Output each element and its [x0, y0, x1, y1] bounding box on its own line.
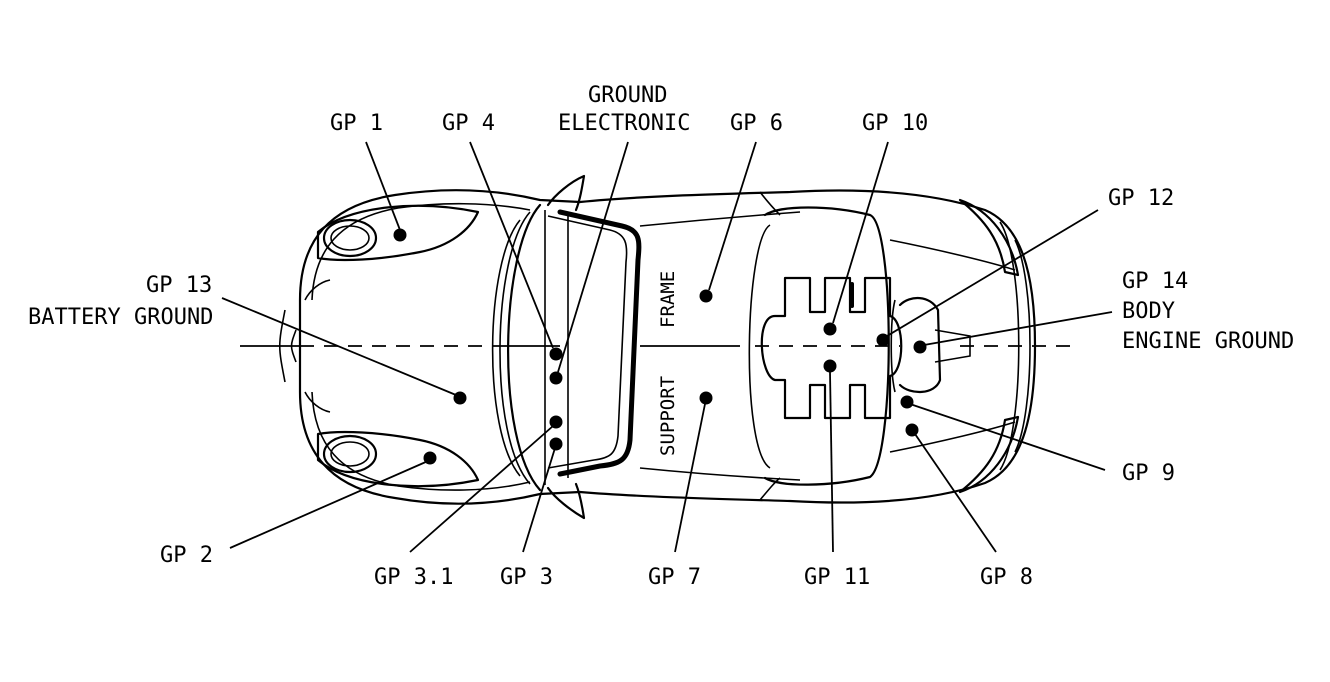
label-gp2: GP 2	[160, 543, 213, 568]
label-gp6: GP 6	[730, 111, 783, 136]
label-gp3: GP 3	[500, 565, 553, 590]
label-gp7: GP 7	[648, 565, 701, 590]
label-ground: GROUND	[588, 83, 667, 108]
label-gp10: GP 10	[862, 111, 928, 136]
gp14-dot	[913, 340, 927, 354]
label-gp4: GP 4	[442, 111, 495, 136]
gp10-dot	[823, 322, 837, 336]
label-battery-ground: BATTERY GROUND	[28, 305, 213, 330]
car-outline	[279, 174, 1037, 520]
gp11-dot	[823, 359, 837, 373]
gp9-dot	[900, 395, 914, 409]
label-gp9: GP 9	[1122, 461, 1175, 486]
ground-point-dots	[393, 228, 927, 465]
gp8-dot	[905, 423, 919, 437]
label-gp12: GP 12	[1108, 186, 1174, 211]
label-engine-ground: ENGINE GROUND	[1122, 329, 1294, 354]
label-electronic: ELECTRONIC	[558, 111, 690, 136]
gp3-dot	[549, 437, 563, 451]
gp12-dot	[876, 333, 890, 347]
label-frame: FRAME	[657, 271, 679, 328]
label-gp11: GP 11	[804, 565, 870, 590]
label-gp14: GP 14	[1122, 269, 1188, 294]
gp1-dot	[393, 228, 407, 242]
gp3-1-dot	[549, 415, 563, 429]
label-gp1: GP 1	[330, 111, 383, 136]
ground-electronic-dot	[549, 371, 563, 385]
gp4-dot	[549, 347, 563, 361]
gp13-dot	[453, 391, 467, 405]
labels: GP 1 GP 4 GROUND ELECTRONIC GP 6 GP 10 G…	[28, 83, 1294, 590]
label-gp8: GP 8	[980, 565, 1033, 590]
gp6-dot	[699, 289, 713, 303]
label-gp13: GP 13	[146, 273, 212, 298]
label-gp3-1: GP 3.1	[374, 565, 453, 590]
label-body: BODY	[1122, 299, 1175, 324]
gp7-dot	[699, 391, 713, 405]
label-support: SUPPORT	[657, 376, 679, 456]
leader-lines	[221, 141, 1113, 553]
